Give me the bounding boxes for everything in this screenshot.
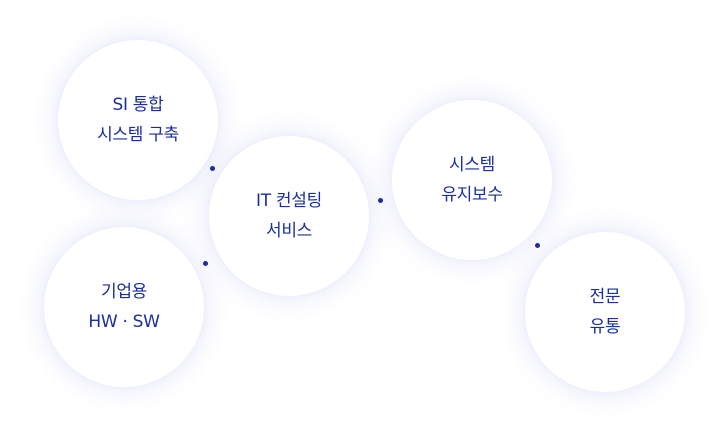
- it-consulting-line1: IT 컨설팅: [256, 191, 322, 211]
- connector-dot: [535, 243, 540, 248]
- connector-dot: [210, 166, 215, 171]
- connector-dot: [378, 198, 383, 203]
- connector-dot: [203, 261, 208, 266]
- distribution-circle: 전문 유통: [525, 232, 685, 392]
- si-integration-circle: SI 통합 시스템 구축: [58, 40, 218, 200]
- it-consulting-line2: 서비스: [265, 221, 313, 241]
- si-integration-line1: SI 통합: [112, 95, 164, 115]
- distribution-line1: 전문: [589, 287, 621, 307]
- system-maintenance-line1: 시스템: [448, 155, 496, 175]
- enterprise-hw-sw-circle: 기업용 HW · SW: [44, 227, 204, 387]
- it-consulting-circle: IT 컨설팅 서비스: [209, 136, 369, 296]
- distribution-line2: 유통: [589, 317, 621, 337]
- enterprise-hw-sw-line2: HW · SW: [88, 312, 160, 332]
- si-integration-line2: 시스템 구축: [97, 125, 179, 145]
- enterprise-hw-sw-line1: 기업용: [100, 282, 148, 302]
- system-maintenance-line2: 유지보수: [441, 185, 503, 205]
- system-maintenance-circle: 시스템 유지보수: [392, 100, 552, 260]
